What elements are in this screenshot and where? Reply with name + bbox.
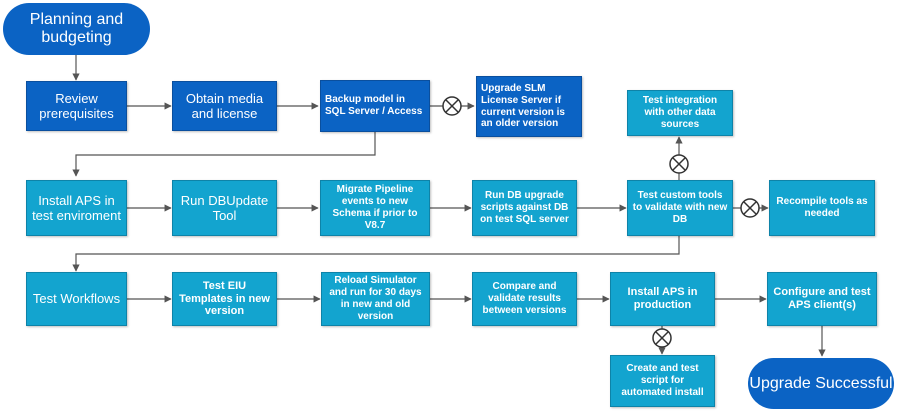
step-upgrade-slm: Upgrade SLM License Server if current ve… — [476, 76, 582, 137]
step-test-custom-tools: Test custom tools to validate with new D… — [627, 180, 733, 236]
step-migrate-pipeline: Migrate Pipeline events to new Schema if… — [320, 180, 430, 236]
step-test-workflows: Test Workflows — [26, 272, 127, 326]
step-install-aps-production: Install APS in production — [610, 272, 715, 326]
step-recompile-tools: Recompile tools as needed — [769, 180, 875, 236]
connector-backup-installtest — [72, 132, 376, 177]
step-run-db-scripts: Run DB upgrade scripts against DB on tes… — [472, 180, 577, 236]
start-terminal: Planning and budgeting — [3, 3, 150, 55]
step-reload-simulator: Reload Simulator and run for 30 days in … — [321, 272, 430, 326]
end-terminal: Upgrade Successful — [748, 358, 894, 409]
exclusive-gateway-icon — [442, 96, 462, 116]
step-backup-model: Backup model in SQL Server / Access — [320, 80, 430, 132]
step-review-prerequisites: Review prerequisites — [26, 81, 127, 131]
step-install-aps-test: Install APS in test enviroment — [26, 180, 127, 236]
step-test-integration: Test integration with other data sources — [627, 90, 733, 136]
connector-testcustom-workflows — [72, 235, 680, 272]
exclusive-gateway-icon — [740, 198, 760, 218]
exclusive-gateway-icon — [652, 328, 672, 348]
step-create-test-script: Create and test script for automated ins… — [610, 355, 715, 407]
step-configure-client: Configure and test APS client(s) — [767, 272, 877, 326]
step-test-eiu: Test EIU Templates in new version — [172, 272, 277, 326]
step-compare-results: Compare and validate results between ver… — [472, 272, 577, 326]
exclusive-gateway-icon — [669, 154, 689, 174]
step-obtain-media: Obtain media and license — [172, 81, 277, 131]
step-run-dbupdate: Run DBUpdate Tool — [172, 180, 277, 236]
